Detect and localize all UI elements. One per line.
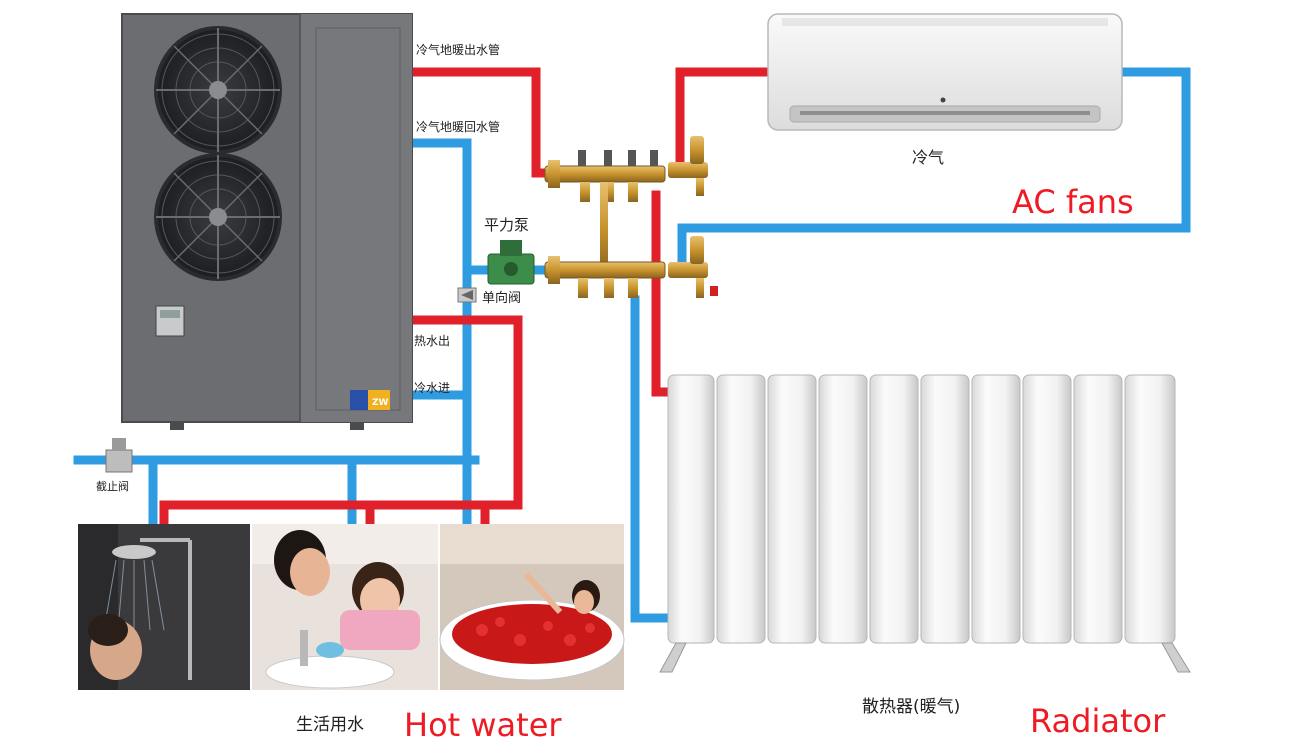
hot-water-out-pipe <box>159 315 523 533</box>
domestic-water-label: 生活用水 <box>296 715 364 735</box>
fan-top-icon <box>154 26 282 154</box>
hand-wash-photo <box>252 524 438 690</box>
manifold-riser <box>600 182 608 272</box>
svg-text:ZW: ZW <box>372 398 389 408</box>
check-valve-label: 单向阀 <box>482 290 521 306</box>
wall-ac-unit <box>767 13 1123 131</box>
unit-logo: ZW <box>350 390 390 410</box>
cold-return-pipe-label: 冷气地暖回水管 <box>416 119 500 134</box>
radiator-annotation: Radiator <box>1030 702 1166 740</box>
hot-water-out-label: 热水出 <box>414 334 450 348</box>
radiator-fins <box>667 374 1176 644</box>
fan-bottom-icon <box>154 153 282 281</box>
shower-photo <box>78 524 250 690</box>
stop-valve-label: 截止阀 <box>96 479 129 493</box>
balance-pump-icon <box>487 240 535 285</box>
hot-water-annotation: Hot water <box>404 706 562 744</box>
cold-return-pipe <box>407 138 472 460</box>
cold-pipes <box>73 67 1191 623</box>
heat-pump-unit: ZW <box>121 13 413 430</box>
bathtub-photo <box>439 524 625 690</box>
check-valve-icon <box>457 287 477 303</box>
balance-pump-label: 平力泵 <box>484 216 529 234</box>
ac-supply-pipe <box>675 67 775 175</box>
ac-unit-label: 冷气 <box>912 148 944 167</box>
ac-return-pipe <box>677 67 1191 275</box>
cold-water-in-label: 冷水进 <box>414 381 450 395</box>
manifold-upper <box>544 136 708 202</box>
ac-fans-annotation: AC fans <box>1012 183 1134 221</box>
radiator-return-pipe <box>630 295 673 623</box>
manifold-lower <box>544 236 718 298</box>
radiator-supply-pipe <box>651 190 675 397</box>
unit-side-panel <box>300 14 412 422</box>
panel-radiator <box>659 374 1191 673</box>
stop-valve-icon <box>105 438 133 473</box>
radiator-label: 散热器(暖气) <box>862 697 960 717</box>
cold-supply-pipe-label: 冷气地暖出水管 <box>416 42 500 57</box>
